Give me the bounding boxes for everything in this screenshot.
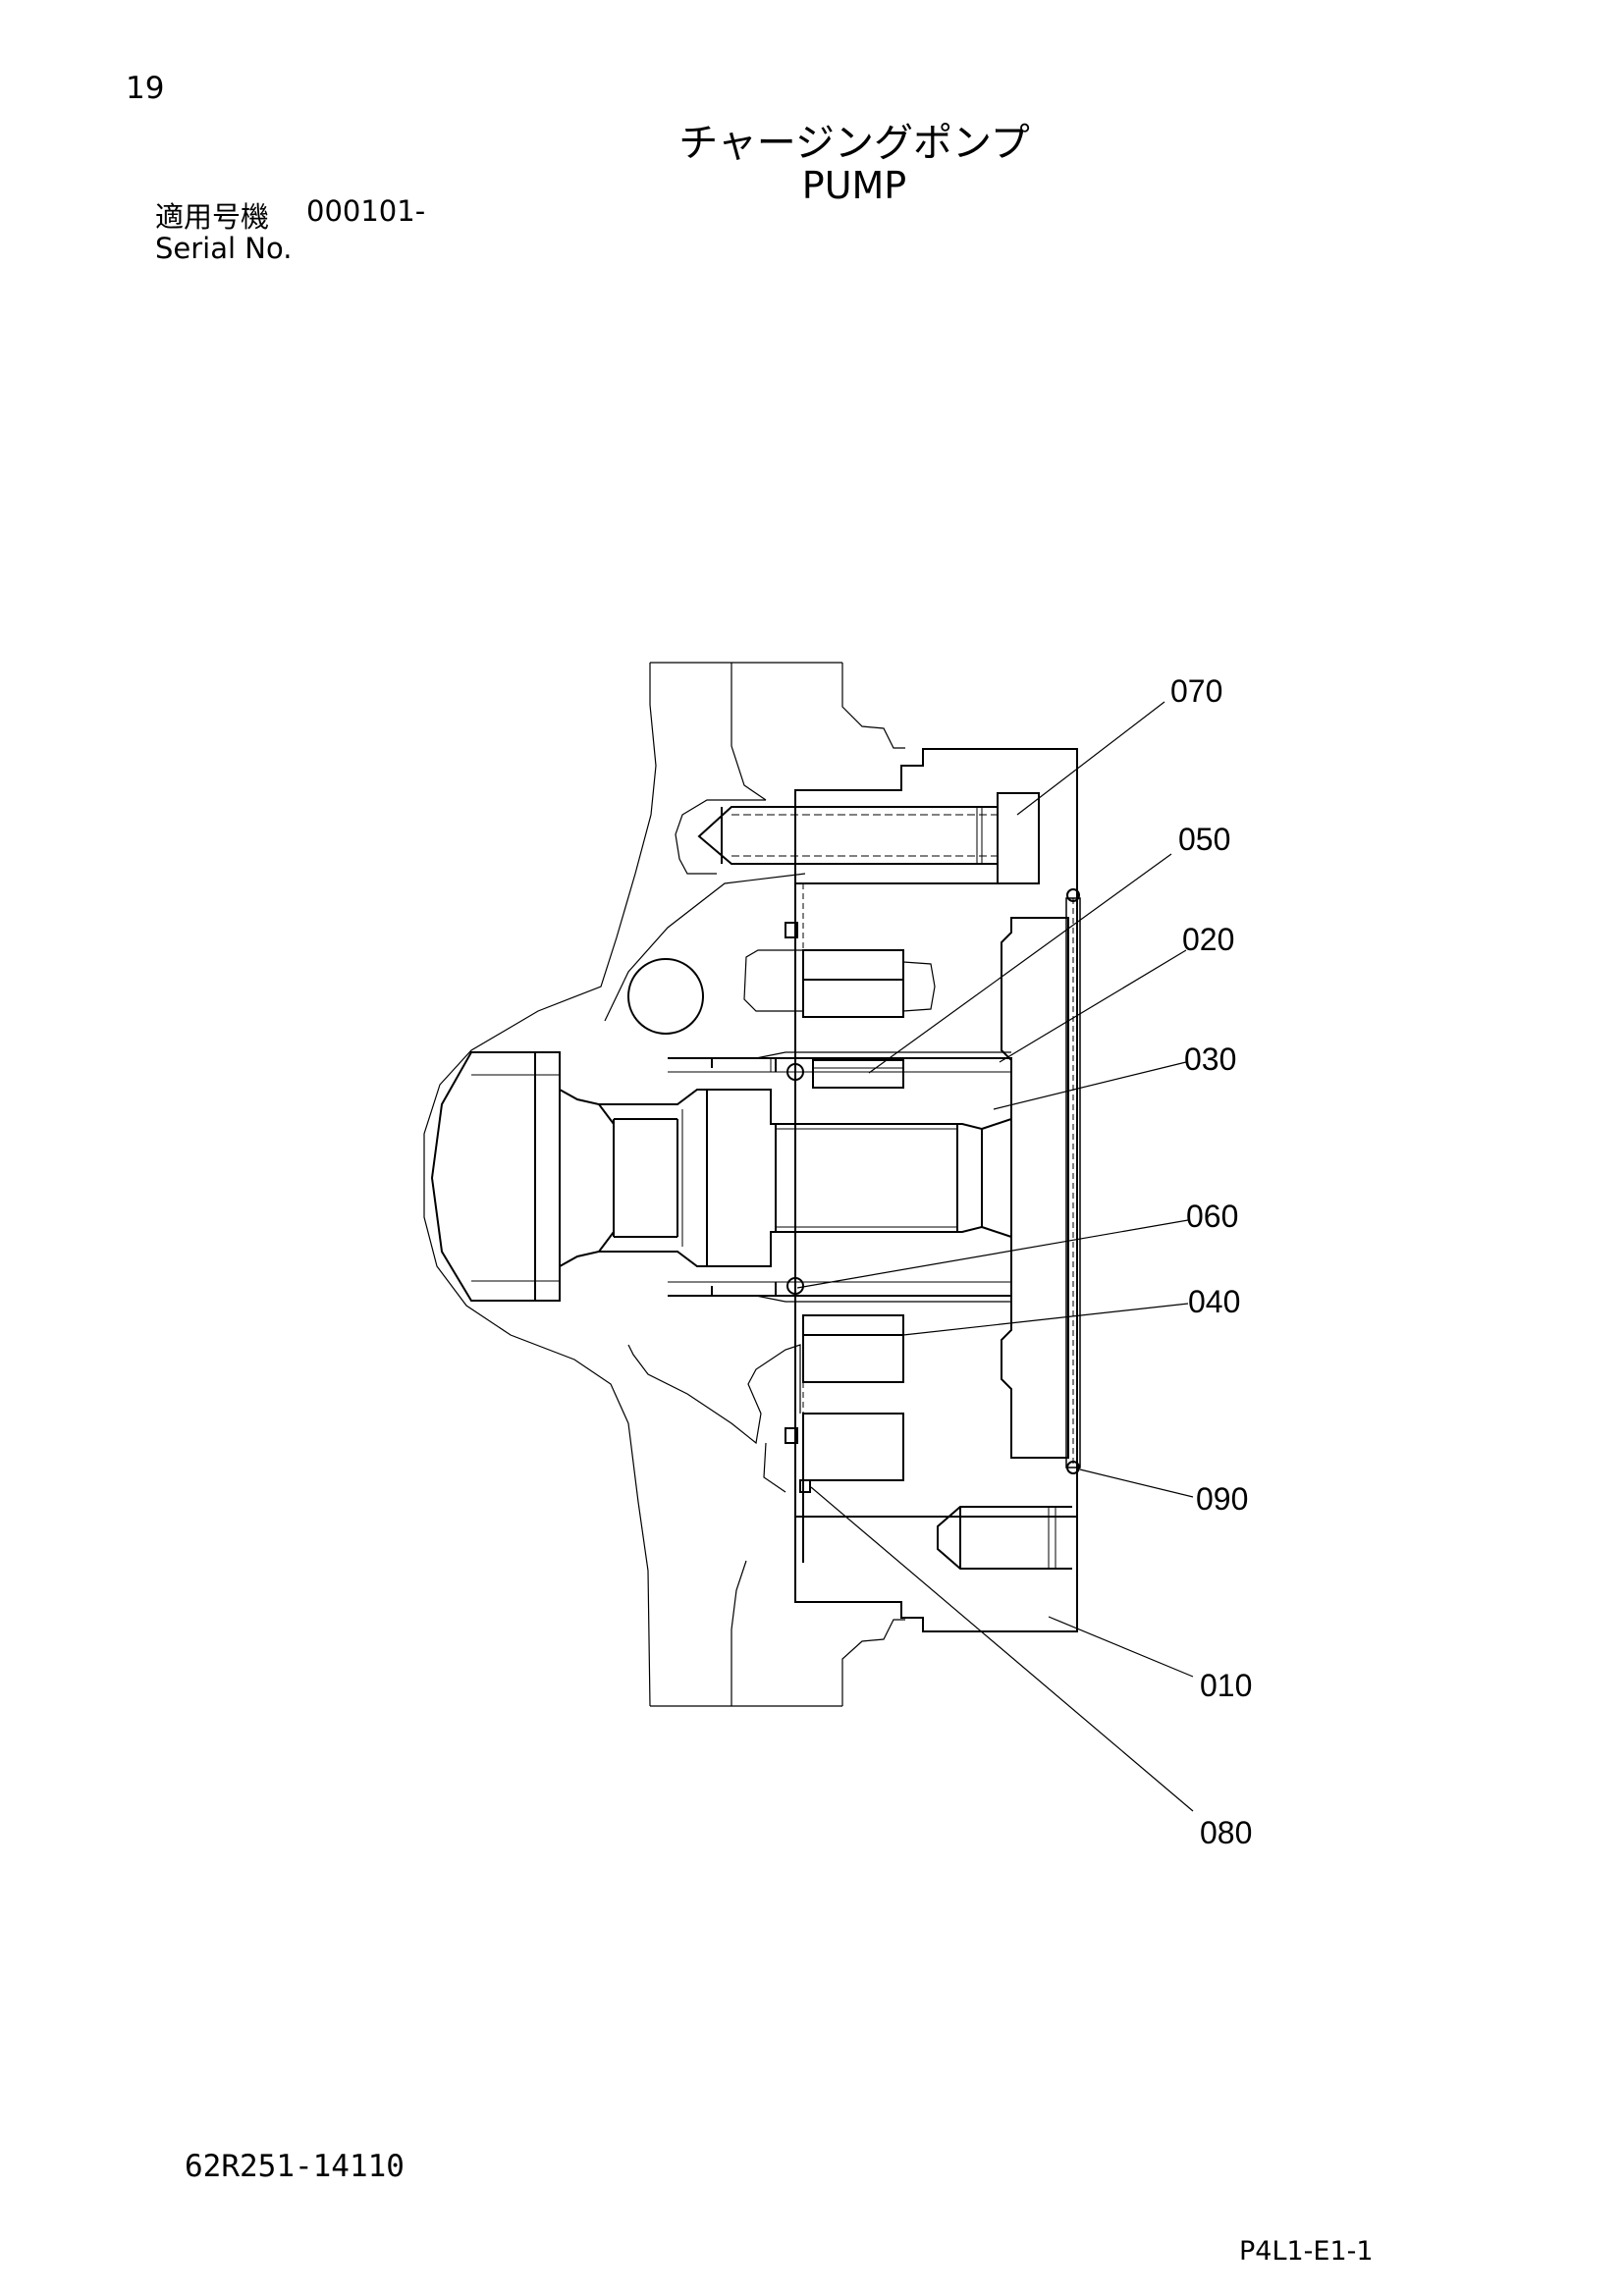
serial-number-value: 000101- <box>306 194 426 228</box>
page-code: P4L1-E1-1 <box>1239 2236 1374 2267</box>
callout-labels: 070 050 020 030 060 040 090 010 080 <box>1170 673 1252 1850</box>
shaft-030 <box>668 1057 1012 1297</box>
o-ring-060-lower <box>786 1277 804 1295</box>
callout-070: 070 <box>1170 673 1222 709</box>
callout-030: 030 <box>1184 1041 1236 1077</box>
bore-circle <box>627 958 704 1035</box>
bolt-070-head <box>997 792 1040 884</box>
key-050 <box>812 1059 904 1089</box>
coupling-left <box>430 1051 561 1302</box>
callout-090: 090 <box>1196 1481 1248 1517</box>
housing-outline <box>423 663 657 1707</box>
leader-lines <box>796 701 1194 1812</box>
bolt-070-shank <box>697 806 998 865</box>
page-title-english: PUMP <box>801 164 907 207</box>
drawing-number: 62R251-14110 <box>185 2149 405 2184</box>
callout-080: 080 <box>1200 1815 1252 1850</box>
cover-plate-010 <box>794 748 1078 1632</box>
callout-050: 050 <box>1178 822 1230 857</box>
callout-020: 020 <box>1182 922 1234 957</box>
serial-label-japanese: 適用号機 <box>155 200 270 234</box>
gear-upper <box>802 949 904 1018</box>
page-title-japanese: チャージングポンプ <box>678 121 1030 166</box>
page-number: 19 <box>126 71 165 106</box>
inner-contour-left <box>731 663 767 1706</box>
housing-outline-right <box>841 663 905 1706</box>
serial-label-english: Serial No. <box>155 232 293 265</box>
gear-lower <box>802 1314 904 1383</box>
callout-010: 010 <box>1200 1668 1252 1703</box>
callout-060: 060 <box>1186 1199 1238 1234</box>
callout-040: 040 <box>1188 1284 1240 1319</box>
plug-lower <box>937 1506 1072 1570</box>
